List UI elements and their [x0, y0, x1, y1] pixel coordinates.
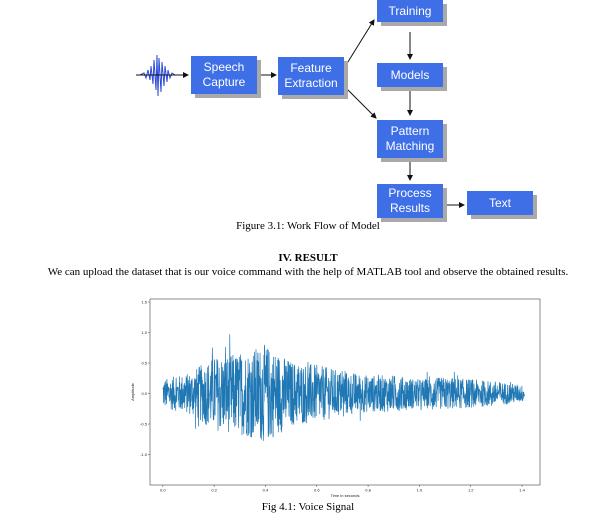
training-box: Training: [377, 0, 443, 22]
y-tick-label: 1.0: [141, 330, 147, 335]
speech-capture-line1: Speech: [203, 60, 245, 74]
voice-signal-chart: 0.0 0.2 0.4 0.6 0.8 1.0 1.2 1.4 1.5 1.0 0.5 0.0 -0.5…: [130, 298, 541, 498]
figure-3-1-caption: Figure 3.1: Work Flow of Model: [236, 220, 380, 232]
text-label: Text: [488, 195, 511, 210]
y-tick-label: -0.5: [140, 422, 148, 427]
x-tick-label: 1.0: [417, 488, 423, 493]
y-tick-label: 0.5: [141, 361, 147, 366]
x-tick-label: 0.6: [314, 488, 320, 493]
x-axis-label: Time in seconds: [331, 493, 360, 498]
arrow-feature-to-pattern: [345, 87, 377, 119]
text-box: Text: [467, 191, 533, 215]
result-paragraph: We can upload the dataset that is our vo…: [47, 266, 569, 278]
figure-4-1-caption: Fig 4.1: Voice Signal: [261, 501, 355, 513]
voice-signal-line: [162, 334, 525, 441]
flow-diagram-connectors: [136, 19, 465, 208]
y-tick-label: -1.0: [140, 452, 148, 457]
y-axis-label: Amplitude: [130, 382, 135, 401]
x-tick-label: 0.0: [160, 488, 166, 493]
arrow-feature-to-training: [345, 19, 375, 66]
section-heading: IV. RESULT: [278, 252, 338, 264]
x-tick-label: 0.4: [263, 488, 269, 493]
models-box: Models: [377, 63, 443, 87]
x-tick-label: 1.2: [468, 488, 474, 493]
y-tick-label: 1.5: [141, 300, 147, 305]
feature-extraction-line1: Feature: [290, 61, 332, 75]
y-tick-label: 0.0: [141, 391, 147, 396]
pattern-matching-line2: Matching: [385, 139, 435, 153]
speech-capture-line2: Capture: [202, 75, 246, 89]
models-label: Models: [390, 67, 430, 82]
x-tick-label: 1.4: [519, 488, 525, 493]
training-label: Training: [388, 3, 432, 18]
process-results-line1: Process: [388, 186, 432, 200]
x-tick-label: 0.2: [211, 488, 217, 493]
x-tick-label: 0.8: [365, 488, 371, 493]
feature-extraction-line2: Extraction: [284, 76, 338, 90]
pattern-matching-line1: Pattern: [390, 124, 430, 138]
process-results-line2: Results: [389, 201, 430, 215]
